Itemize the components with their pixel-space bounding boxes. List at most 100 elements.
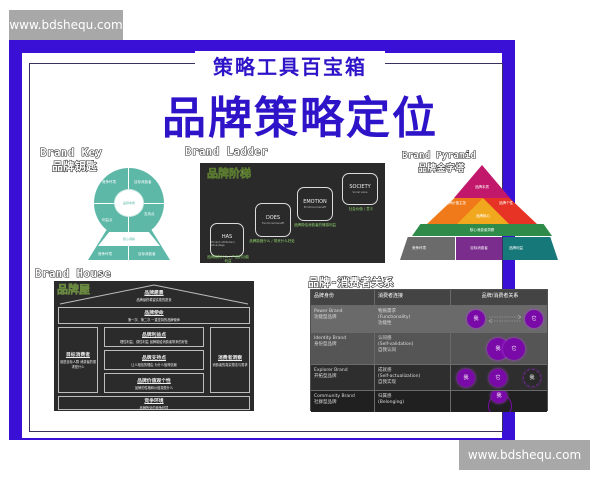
link-cell: 成就感 (Self-actualization) 自我实现: [375, 365, 451, 390]
house-center-1: 品牌利益点 理性利益、感性利益 品牌能给消费者带来的好处: [104, 327, 204, 347]
house-right-pillar: 消费者洞察 消费者的真实想法与需求: [210, 327, 250, 393]
pyramid-layer-target: 目标消费者: [456, 237, 502, 260]
step-name: DOES: [265, 215, 281, 221]
circle-me-faded: 我: [523, 369, 541, 387]
exchange-arrows-icon: [488, 314, 522, 324]
house-vision: 品牌愿景 品牌最终希望实现的愿景: [114, 288, 194, 302]
relation-cell: 我: [451, 391, 549, 412]
brand-house-label-en: Brand House: [34, 266, 112, 280]
poster-title: 品牌策略定位: [162, 93, 438, 144]
brand-key-label-cn: 品牌钥匙: [51, 159, 98, 173]
identity-cn: 身份型品牌: [314, 342, 337, 347]
pyramid-layer-benefit: 品牌利益: [503, 237, 558, 260]
link-en: (Belonging): [378, 400, 405, 405]
center-title: 品牌利益点: [142, 332, 166, 338]
identity-cn: 开拓型品牌: [314, 374, 337, 379]
circle-me: 我: [457, 369, 475, 387]
identity-cell: Identity Brand 身份型品牌: [311, 333, 375, 364]
link-cell: 物质需求 (Functionality) 功能性: [375, 306, 451, 332]
link-cn2: 自我认同: [378, 348, 396, 353]
step-desc: Product attributes / Advantage: [211, 240, 236, 247]
identity-en: Explorer Brand: [314, 368, 348, 373]
wheel-segment: 竞争环境: [102, 180, 116, 184]
circle-me: 我: [467, 310, 485, 328]
watermark-top: www.bdshequ.com: [9, 10, 123, 40]
foundation-text: 品牌所处的竞争环境: [139, 405, 169, 410]
brand-pyramid-diagram: 品牌本质 品牌价值主张 品牌个性 品牌核心 核心消费者洞察 竞争环境 目标消费者…: [400, 160, 558, 260]
brand-pyramid-label-en: Brand Pyramid: [401, 150, 477, 161]
pyramid-layer-insight: 核心消费者洞察: [412, 224, 552, 236]
house-roof-icon: [59, 284, 249, 305]
base-right: 目标消费者: [138, 252, 156, 256]
brand-house-label-cn: 品牌屋: [57, 283, 91, 297]
pyramid-layer-essence: 品牌本质: [454, 165, 510, 198]
ladder-caption: 社会价值 / 意义: [348, 207, 374, 211]
ladder-step-does: DOES Functional benefit: [255, 203, 291, 237]
step-name: EMOTION: [303, 199, 327, 205]
identity-en: Community Brand: [314, 394, 355, 399]
vision-title: 品牌愿景: [144, 290, 164, 296]
step-desc: Emotional benefit: [303, 206, 327, 209]
relation-cell: 我 它: [451, 333, 549, 364]
ladder-caption: 品牌拥有什么 / 产品的功能利益: [207, 255, 249, 263]
center-title: 品牌价值观个性: [137, 378, 171, 384]
identity-cell: Power Brand 功能型品牌: [311, 306, 375, 332]
house-mission: 品牌使命 第一次、第二次 一直坚持的品牌使命: [58, 307, 250, 324]
right-pillar-text: 消费者的真实想法与需求: [212, 362, 248, 367]
wheel-segment: 支持点: [144, 212, 155, 216]
center-text: 品牌的性格和价值观是什么: [134, 385, 174, 390]
ladder-step-has: HAS Product attributes / Advantage: [210, 223, 244, 257]
link-en: (Self-actualization): [378, 374, 421, 379]
brand-ladder-label-en: Brand Ladder: [184, 144, 269, 158]
relation-cell: 我 它: [451, 306, 549, 332]
vision-text: 品牌最终希望实现的愿景: [136, 297, 172, 302]
house-center-2: 品牌支持点 让人相信的理由 为什么值得信赖: [104, 350, 204, 370]
brand-house-diagram: 品牌屋 品牌愿景 品牌最终希望实现的愿景 品牌使命 第一次、第二次 一直坚持的品…: [54, 281, 254, 411]
link-cn2: 功能性: [378, 321, 392, 326]
wheel-segment: 目标消费者: [134, 180, 152, 184]
identity-cn: 社群型品牌: [314, 400, 337, 405]
link-cell: 认同感 (Self-validation) 自我认同: [375, 333, 451, 364]
pyramid-layer-competition: 竞争环境: [400, 237, 455, 260]
step-desc: Functional benefit: [261, 222, 285, 225]
mission-text: 第一次、第二次 一直坚持的品牌使命: [127, 318, 180, 322]
identity-en: Power Brand: [314, 309, 343, 314]
foundation-title: 竞争环境: [144, 398, 164, 404]
mission-title: 品牌使命: [144, 311, 164, 316]
table-row: Community Brand 社群型品牌 归属感 (Belonging) 我: [311, 391, 547, 412]
step-name: SOCIETY: [349, 184, 371, 190]
wheel-segment: 利益点: [102, 218, 113, 222]
brand-pyramid-label-cn: 品牌金字塔: [417, 163, 465, 174]
brand-key-diagram: 竞争环境 目标消费者 利益点 支持点 品牌本质 核心洞察 竞争环境 目标消费者: [88, 168, 170, 263]
header-cell: 品牌身份: [311, 290, 375, 305]
poster-subtitle: 策略工具百宝箱: [195, 51, 385, 80]
identity-en: Identity Brand: [314, 336, 347, 341]
link-cn: 成就感: [378, 368, 392, 373]
table-row: Power Brand 功能型品牌 物质需求 (Functionality) 功…: [311, 306, 547, 333]
brand-ladder-diagram: 品牌阶梯 HAS Product attributes / Advantage …: [200, 163, 385, 263]
ladder-step-emotion: EMOTION Emotional benefit: [297, 187, 333, 221]
link-cn2: 自我实现: [378, 380, 396, 385]
center-text: 让人相信的理由 为什么值得信赖: [131, 362, 177, 367]
identity-cell: Explorer Brand 开拓型品牌: [311, 365, 375, 390]
left-pillar-text: 谁是目标人群 消费者的需求是什么: [59, 360, 97, 369]
header-cell: 消费者连接: [375, 290, 451, 305]
link-en: (Functionality): [378, 315, 411, 320]
circle-me: 我: [491, 391, 507, 403]
ladder-step-society: SOCIETY Social value: [342, 173, 378, 205]
right-pillar-title: 消费者洞察: [218, 355, 242, 361]
circle-it: 它: [525, 310, 543, 328]
center-title: 品牌支持点: [142, 355, 166, 361]
brand-ladder-label-cn: 品牌阶梯: [207, 167, 252, 181]
step-desc: Social value: [352, 191, 368, 194]
link-cn: 归属感: [378, 394, 392, 399]
house-foundation: 竞争环境 品牌所处的竞争环境: [58, 396, 250, 410]
step-name: HAS: [221, 233, 233, 240]
brand-key-hub: 品牌本质: [114, 189, 144, 217]
identity-cn: 功能型品牌: [314, 315, 337, 320]
watermark-bottom: www.bdshequ.com: [459, 440, 590, 470]
ladder-caption: 品牌能做什么 / 带来什么好处: [249, 239, 295, 243]
table-row: Identity Brand 身份型品牌 认同感 (Self-validatio…: [311, 333, 547, 365]
relation-cell: 我 它 我: [451, 365, 549, 390]
relationship-table: 品牌身份 消费者连接 品牌/消费者关系 Power Brand 功能型品牌 物质…: [310, 289, 549, 412]
